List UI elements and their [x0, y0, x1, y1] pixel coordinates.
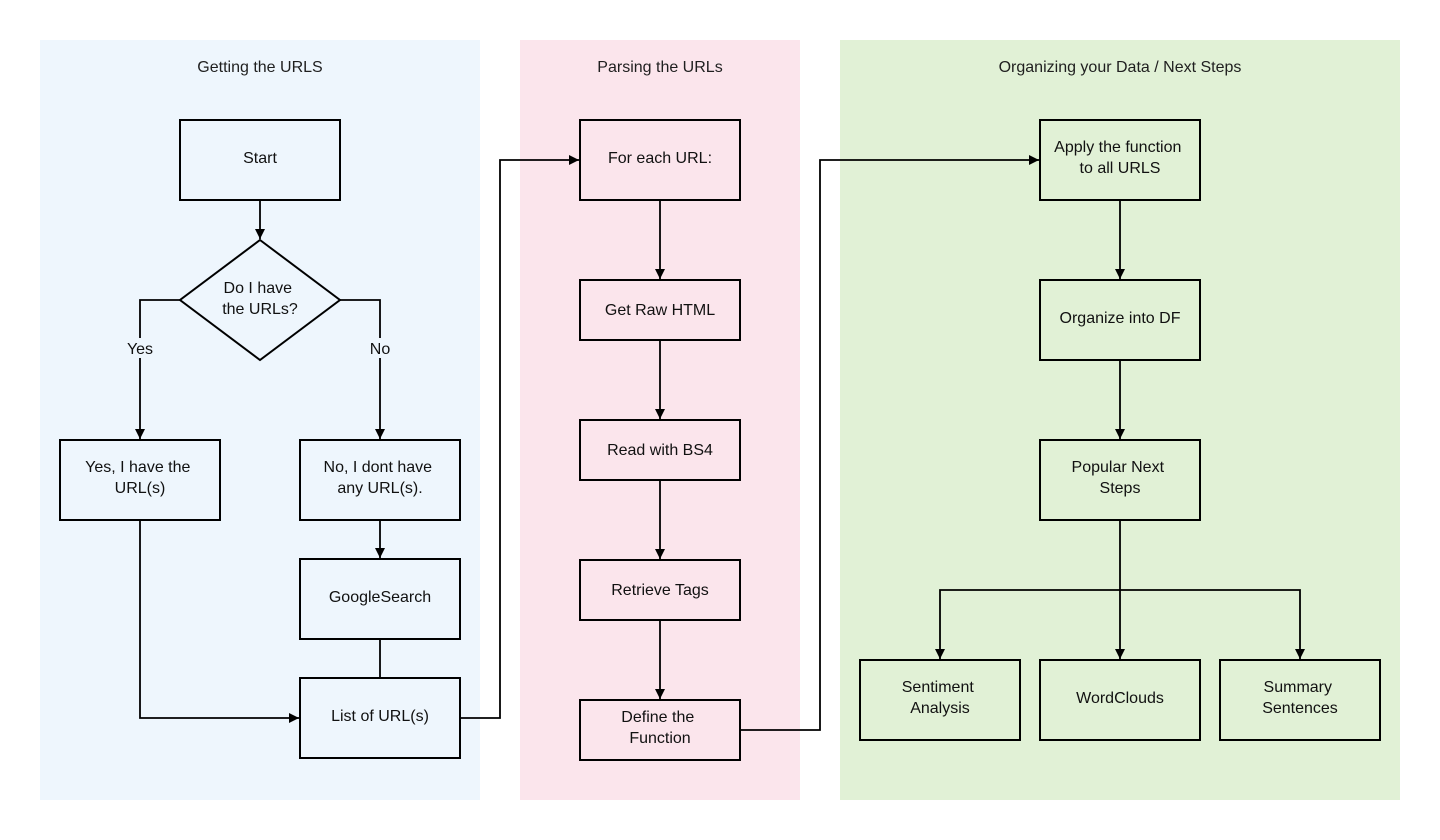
node-yes-line-2: URL(s)	[115, 480, 166, 497]
node-retrieve-tags: Retrieve Tags	[579, 559, 741, 621]
node-organize-df: Organize into DF	[1039, 279, 1201, 361]
node-yes-have-urls: Yes, I have the URL(s)	[59, 439, 221, 521]
node-summary-sentences: Summary Sentences	[1219, 659, 1381, 741]
edge-yes-to-list	[139, 520, 299, 723]
svg-text:Start: Start	[243, 150, 277, 167]
svg-text:Summary Sentences: Summary Sentences	[1262, 679, 1338, 717]
node-start: Start	[179, 119, 341, 201]
node-start-text: Start	[243, 150, 277, 167]
node-sentiment-analysis: Sentiment Analysis	[859, 659, 1021, 741]
edge-label-no-bg	[366, 338, 394, 358]
svg-text:Retrieve Tags: Retrieve Tags	[611, 582, 709, 599]
lane-title-getting: Getting the URLS	[197, 59, 322, 76]
node-yes-line-1: Yes, I have the	[85, 459, 190, 476]
node-for-each-url: For each URL:	[579, 119, 741, 201]
edge-define-to-apply	[740, 155, 1039, 731]
node-google-search: GoogleSearch	[299, 558, 461, 640]
node-bs4-text: Read with BS4	[607, 442, 713, 459]
node-tags-text: Retrieve Tags	[611, 582, 709, 599]
node-apply-line-1: Apply the function	[1054, 139, 1181, 156]
svg-text:WordClouds: WordClouds	[1076, 690, 1164, 707]
svg-text:Popular Next Steps: Popular Next Steps	[1072, 459, 1169, 497]
node-sentiment-line-2: Analysis	[910, 700, 970, 717]
node-no-urls: No, I dont have any URL(s).	[299, 439, 461, 521]
edge-label-yes: Yes	[127, 341, 153, 358]
node-decision-line-2: the URLs?	[222, 301, 298, 318]
node-summary-line-1: Summary	[1264, 679, 1332, 696]
node-define-function: Define the Function	[579, 699, 741, 761]
edge-popular-to-summary	[1120, 589, 1305, 659]
svg-text:GoogleSearch: GoogleSearch	[329, 589, 431, 606]
node-define-line-1: Define the	[621, 709, 694, 726]
node-no-line-1: No, I dont have	[324, 459, 433, 476]
node-popular-line-2: Steps	[1100, 480, 1141, 497]
node-list-of-urls: List of URL(s)	[299, 677, 461, 759]
svg-text:Apply the function to al: Apply the function to all URLS	[1054, 139, 1186, 177]
edge-popular-to-sentiment	[935, 589, 1120, 659]
lane-title-parsing: Parsing the URLs	[597, 59, 722, 76]
node-summary-line-2: Sentences	[1262, 700, 1338, 717]
node-raw-html-text: Get Raw HTML	[605, 302, 715, 319]
node-define-line-2: Function	[629, 730, 690, 747]
node-read-bs4: Read with BS4	[579, 419, 741, 481]
node-popular-next-steps: Popular Next Steps	[1039, 439, 1201, 521]
edge-decision-no	[340, 299, 385, 439]
svg-text:Sentiment Analysis: Sentiment Analysis	[902, 679, 979, 717]
node-get-raw-html: Get Raw HTML	[579, 279, 741, 341]
node-popular-line-1: Popular Next	[1072, 459, 1165, 476]
svg-text:Define the Function: Define the Function	[621, 709, 698, 747]
lane-title-organizing: Organizing your Data / Next Steps	[999, 59, 1242, 76]
svg-text:For each URL:: For each URL:	[608, 150, 712, 167]
node-wordclouds: WordClouds	[1039, 659, 1201, 741]
node-no-line-2: any URL(s).	[337, 480, 422, 497]
edge-label-no: No	[370, 341, 391, 358]
node-wordclouds-text: WordClouds	[1076, 690, 1164, 707]
node-sentiment-line-1: Sentiment	[902, 679, 975, 696]
edge-decision-yes	[135, 299, 180, 439]
edge-list-to-for-each	[460, 155, 579, 719]
node-list-text: List of URL(s)	[331, 708, 429, 725]
node-decision-have-urls: Do I have the URLs?	[178, 238, 342, 362]
node-organize-text: Organize into DF	[1060, 310, 1181, 327]
svg-text:Do I have the URLs?: Do I have the URLs?	[222, 280, 298, 318]
svg-text:Get Raw HTML: Get Raw HTML	[605, 302, 715, 319]
node-decision-line-1: Do I have	[224, 280, 293, 297]
svg-text:List of URL(s): List of URL(s)	[331, 708, 429, 725]
node-for-each-text: For each URL:	[608, 150, 712, 167]
node-apply-line-2: to all URLS	[1080, 160, 1161, 177]
svg-text:Yes, I have the URL(s): Yes, I have the URL(s)	[85, 459, 195, 497]
svg-text:Organize into DF: Organize into DF	[1060, 310, 1181, 327]
node-apply-function: Apply the function to all URLS	[1039, 119, 1201, 201]
node-google-text: GoogleSearch	[329, 589, 431, 606]
svg-text:No, I dont have any URL(: No, I dont have any URL(s).	[324, 459, 437, 497]
edge-label-yes-bg	[124, 338, 156, 358]
svg-text:Read with BS4: Read with BS4	[607, 442, 713, 459]
